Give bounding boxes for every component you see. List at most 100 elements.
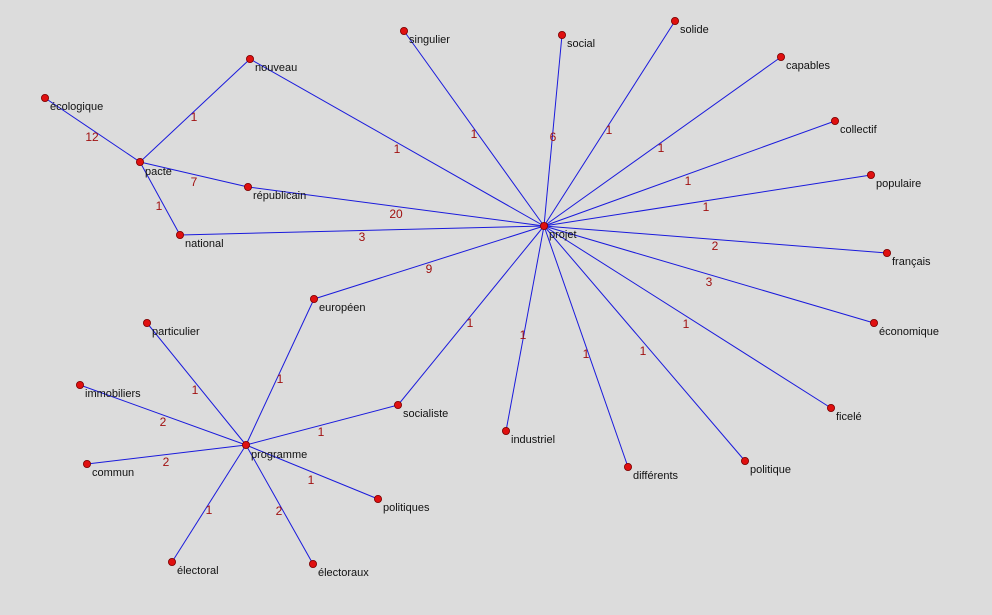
edge-weight-projet-solide: 1 xyxy=(606,123,613,137)
node-dot-nouveau[interactable] xyxy=(245,55,254,64)
edge-projet-socialiste xyxy=(397,225,545,406)
node-national[interactable]: national xyxy=(175,230,224,250)
node-label-politiques: politiques xyxy=(383,502,430,514)
edge-projet-differents xyxy=(543,225,629,468)
node-dot-collectif[interactable] xyxy=(831,117,840,126)
node-dot-social[interactable] xyxy=(558,30,567,39)
node-dot-capables[interactable] xyxy=(777,53,786,62)
node-label-social: social xyxy=(567,38,595,50)
node-dot-industriel[interactable] xyxy=(501,426,510,435)
edge-weight-projet-economique: 3 xyxy=(706,275,713,289)
edge-programme-socialiste xyxy=(245,404,399,446)
node-dot-national[interactable] xyxy=(175,230,184,239)
node-collectif[interactable]: collectif xyxy=(831,117,878,136)
node-singulier[interactable]: singulier xyxy=(399,26,450,46)
node-social[interactable]: social xyxy=(558,30,595,50)
node-label-electoraux: électoraux xyxy=(318,567,369,579)
node-differents[interactable]: différents xyxy=(624,462,679,482)
node-dot-populaire[interactable] xyxy=(867,170,876,179)
node-label-pacte: pacte xyxy=(145,166,172,178)
node-label-francais: français xyxy=(892,256,931,268)
edge-programme-immobiliers xyxy=(79,384,247,446)
node-particulier[interactable]: particulier xyxy=(142,318,200,338)
edge-weight-projet-francais: 2 xyxy=(712,239,719,253)
node-industriel[interactable]: industriel xyxy=(501,426,555,446)
node-pacte[interactable]: pacte xyxy=(135,157,172,178)
node-label-industriel: industriel xyxy=(511,434,555,446)
edge-weight-pacte-national: 1 xyxy=(156,199,163,213)
edge-programme-particulier xyxy=(146,322,247,446)
node-francais[interactable]: français xyxy=(883,248,931,268)
node-dot-particulier[interactable] xyxy=(142,318,151,327)
node-immobiliers[interactable]: immobiliers xyxy=(76,380,141,400)
edge-pacte-ecologique xyxy=(44,97,141,163)
node-label-europeen: européen xyxy=(319,302,366,314)
node-dot-projet[interactable] xyxy=(540,221,549,230)
edge-weight-pacte-ecologique: 12 xyxy=(85,130,99,144)
edge-projet-republicain xyxy=(247,186,545,227)
node-programme[interactable]: programme xyxy=(241,440,307,461)
edge-weight-projet-national: 3 xyxy=(359,230,366,244)
node-socialiste[interactable]: socialiste xyxy=(393,400,448,420)
node-dot-programme[interactable] xyxy=(241,440,250,449)
node-label-programme: programme xyxy=(251,449,307,461)
node-dot-ecologique[interactable] xyxy=(41,94,50,103)
node-solide[interactable]: solide xyxy=(671,16,709,36)
node-dot-francais[interactable] xyxy=(883,248,892,257)
node-capables[interactable]: capables xyxy=(777,53,831,72)
edge-projet-economique xyxy=(543,225,875,324)
node-dot-politiques[interactable] xyxy=(373,494,382,503)
edge-weight-pacte-republicain: 7 xyxy=(191,175,198,189)
node-label-politique: politique xyxy=(750,464,791,476)
node-commun[interactable]: commun xyxy=(83,459,134,479)
node-republicain[interactable]: républicain xyxy=(243,182,306,202)
edge-programme-europeen xyxy=(245,298,315,446)
node-ecologique[interactable]: écologique xyxy=(41,94,103,113)
edge-projet-ficele xyxy=(543,225,832,409)
node-label-electoral: électoral xyxy=(177,565,219,577)
edge-pacte-republicain xyxy=(139,161,249,188)
edge-weight-programme-europeen: 1 xyxy=(277,372,284,386)
node-dot-republicain[interactable] xyxy=(243,182,252,191)
node-populaire[interactable]: populaire xyxy=(867,170,921,190)
node-nouveau[interactable]: nouveau xyxy=(245,55,297,74)
node-dot-pacte[interactable] xyxy=(135,157,144,166)
edge-weight-programme-socialiste: 1 xyxy=(318,425,325,439)
node-label-ficele: ficelé xyxy=(836,411,862,423)
edge-weight-projet-capables: 1 xyxy=(658,141,665,155)
node-dot-differents[interactable] xyxy=(624,462,633,471)
node-dot-politique[interactable] xyxy=(741,456,750,465)
nodes-layer: projet pacte programme écologique nouveau rép… xyxy=(41,16,939,579)
node-electoral[interactable]: électoral xyxy=(167,558,219,577)
edge-weight-projet-industriel: 1 xyxy=(520,328,527,342)
node-dot-electoral[interactable] xyxy=(167,558,176,567)
node-dot-socialiste[interactable] xyxy=(393,400,402,409)
node-economique[interactable]: économique xyxy=(870,318,939,338)
edge-weight-projet-social: 6 xyxy=(550,130,557,144)
edge-programme-commun xyxy=(86,444,247,465)
node-dot-ficele[interactable] xyxy=(827,403,836,412)
node-label-singulier: singulier xyxy=(409,34,450,46)
node-politique[interactable]: politique xyxy=(741,456,791,476)
edge-projet-politique xyxy=(543,225,746,462)
node-dot-commun[interactable] xyxy=(83,459,92,468)
node-dot-europeen[interactable] xyxy=(309,294,318,303)
node-label-solide: solide xyxy=(680,24,709,36)
node-label-populaire: populaire xyxy=(876,178,921,190)
node-dot-singulier[interactable] xyxy=(399,26,408,35)
node-projet[interactable]: projet xyxy=(540,221,577,241)
node-dot-immobiliers[interactable] xyxy=(76,380,85,389)
node-dot-electoraux[interactable] xyxy=(308,560,317,569)
node-ficele[interactable]: ficelé xyxy=(827,403,862,423)
node-dot-economique[interactable] xyxy=(870,318,879,327)
node-europeen[interactable]: européen xyxy=(309,294,366,314)
node-electoraux[interactable]: électoraux xyxy=(308,560,369,579)
edge-projet-collectif xyxy=(543,120,836,227)
edge-projet-europeen xyxy=(313,225,545,300)
node-label-nouveau: nouveau xyxy=(255,62,297,74)
edge-weight-programme-politiques: 1 xyxy=(308,473,315,487)
node-politiques[interactable]: politiques xyxy=(373,494,430,514)
node-dot-solide[interactable] xyxy=(671,16,680,25)
edge-weight-programme-particulier: 1 xyxy=(192,383,199,397)
